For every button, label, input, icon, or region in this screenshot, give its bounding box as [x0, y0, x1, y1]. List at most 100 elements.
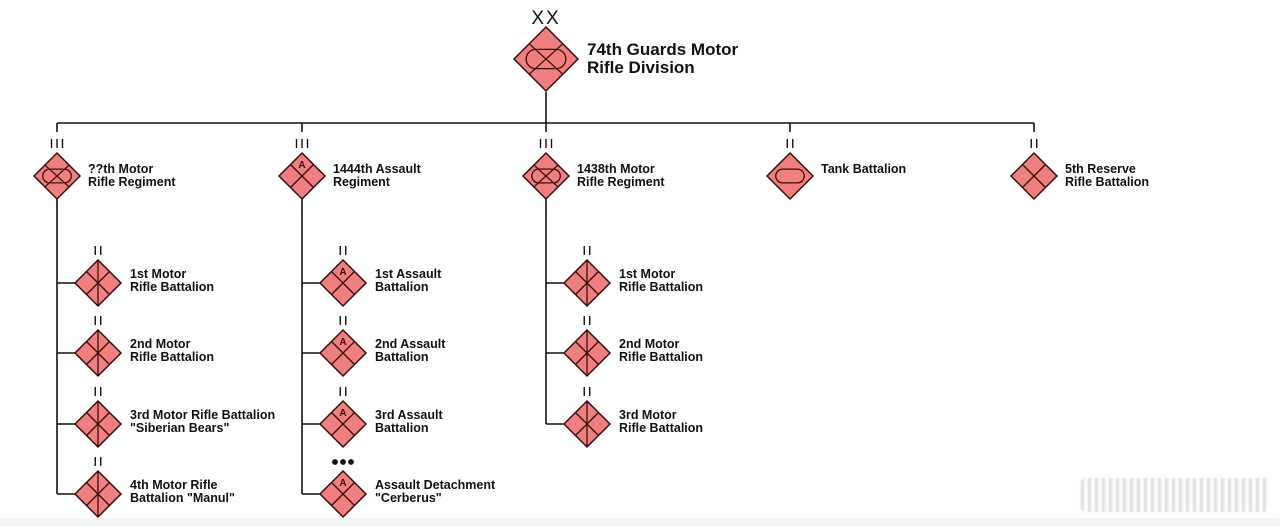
battalion-symbol-icon: A [318, 399, 368, 449]
oval-glyph [525, 48, 567, 70]
regiment-name-line1: 1444th Assault [333, 162, 422, 176]
battalion-symbol-icon: A [318, 469, 368, 519]
regiment-name-line1: 1438th Motor [577, 162, 655, 176]
division-name-line2: Rifle Division [587, 58, 695, 77]
battalion-echelon-marker [583, 387, 591, 396]
battalion-name-line1: 4th Motor Rifle [130, 478, 218, 492]
regiment-echelon-marker [539, 139, 553, 148]
cross-line [331, 412, 355, 436]
cross-line [331, 271, 355, 295]
regiment-echelon-marker [786, 139, 794, 148]
echelon-dot [340, 459, 346, 465]
assault-letter: A [298, 160, 305, 171]
regiment-node: Tank Battalion [765, 123, 906, 201]
battalion-echelon-marker [339, 316, 347, 325]
tank-oval [775, 168, 805, 184]
diamond-frame [765, 151, 815, 201]
battalion-echelon-marker [339, 246, 347, 255]
battalion-symbol-icon [73, 399, 123, 449]
cross-line [331, 341, 355, 365]
regiment-echelon-marker [1030, 139, 1038, 148]
assault-letter: A [339, 478, 346, 489]
cross-line [44, 164, 70, 188]
regiment-name-line2: Regiment [333, 175, 391, 189]
oval-glyph [531, 168, 561, 184]
battalion-name-line1: 2nd Motor [619, 337, 680, 351]
battalion-symbol-icon: A [318, 258, 368, 308]
assault-letter: A [339, 408, 346, 419]
battalion-echelon-marker [94, 246, 102, 255]
battalion-name-line1: 2nd Motor [130, 337, 191, 351]
battalion-echelon-marker [339, 387, 347, 396]
battalion-symbol-icon [562, 328, 612, 378]
cross-line [533, 164, 559, 188]
battalion-name-line2: Rifle Battalion [619, 421, 703, 435]
battalion-echelon-marker [332, 459, 354, 465]
echelon-dot [348, 459, 354, 465]
battalion-name-line2: Rifle Battalion [130, 280, 214, 294]
regiment-symbol-icon [1009, 151, 1059, 201]
connector-lines [57, 92, 1034, 124]
battalion-name-line2: Rifle Battalion [619, 280, 703, 294]
battalion-node: 3rd Motor Rifle Battalion"Siberian Bears… [57, 387, 275, 449]
cross-line [1022, 164, 1046, 188]
regiment-name-line1: ??th Motor [88, 162, 153, 176]
regiment-name-line2: Rifle Battalion [1065, 175, 1149, 189]
battalion-symbol-icon [73, 469, 123, 519]
battalion-echelon-marker [94, 387, 102, 396]
regiment-name-line2: Rifle Regiment [88, 175, 176, 189]
battalion-name-line1: Assault Detachment [375, 478, 496, 492]
battalion-name-line1: 2nd Assault [375, 337, 446, 351]
cross-line [290, 164, 314, 188]
regiment-name-line1: 5th Reserve [1065, 162, 1136, 176]
battalion-symbol-icon [73, 328, 123, 378]
cross-line [331, 482, 355, 506]
battalion-name-line1: 3rd Motor Rifle Battalion [130, 408, 275, 422]
battalion-name-line1: 3rd Motor [619, 408, 677, 422]
battalion-echelon-marker [94, 316, 102, 325]
battalion-name-line2: "Siberian Bears" [130, 421, 229, 435]
battalion-name-line2: "Cerberus" [375, 491, 442, 505]
battalion-name-line2: Battalion [375, 350, 428, 364]
assault-letter: A [339, 337, 346, 348]
battalion-name-line1: 1st Motor [130, 267, 186, 281]
battalion-name-line2: Rifle Battalion [130, 350, 214, 364]
regiment-echelon-marker [50, 139, 64, 148]
battalion-node: A Assault Detachment"Cerberus" [302, 459, 496, 519]
battalion-name-line1: 3rd Assault [375, 408, 443, 422]
division-name-line1: 74th Guards Motor [587, 40, 739, 59]
watermark-smudge [1080, 478, 1270, 512]
battalion-echelon-marker [583, 246, 591, 255]
battalion-symbol-icon [562, 399, 612, 449]
cross-line [528, 43, 564, 75]
assault-letter: A [339, 267, 346, 278]
regiment-name-line1: Tank Battalion [821, 162, 906, 176]
division-diamond [512, 25, 580, 93]
division-symbol-icon [512, 25, 580, 93]
regiment-echelon-marker [295, 139, 309, 148]
regiment-name-line2: Rifle Regiment [577, 175, 665, 189]
regiment-symbol-icon [521, 151, 571, 201]
division-echelon: XX [531, 8, 560, 29]
division-node: XX 74th Guards Motor Rifle Division [512, 8, 739, 93]
battalion-symbol-icon [73, 258, 123, 308]
battalion-name-line2: Rifle Battalion [619, 350, 703, 364]
battalion-name-line2: Battalion [375, 421, 428, 435]
battalion-name-line2: Battalion "Manul" [130, 491, 235, 505]
oval-glyph [42, 168, 72, 184]
battalion-echelon-marker [94, 457, 102, 466]
battalion-name-line2: Battalion [375, 280, 428, 294]
